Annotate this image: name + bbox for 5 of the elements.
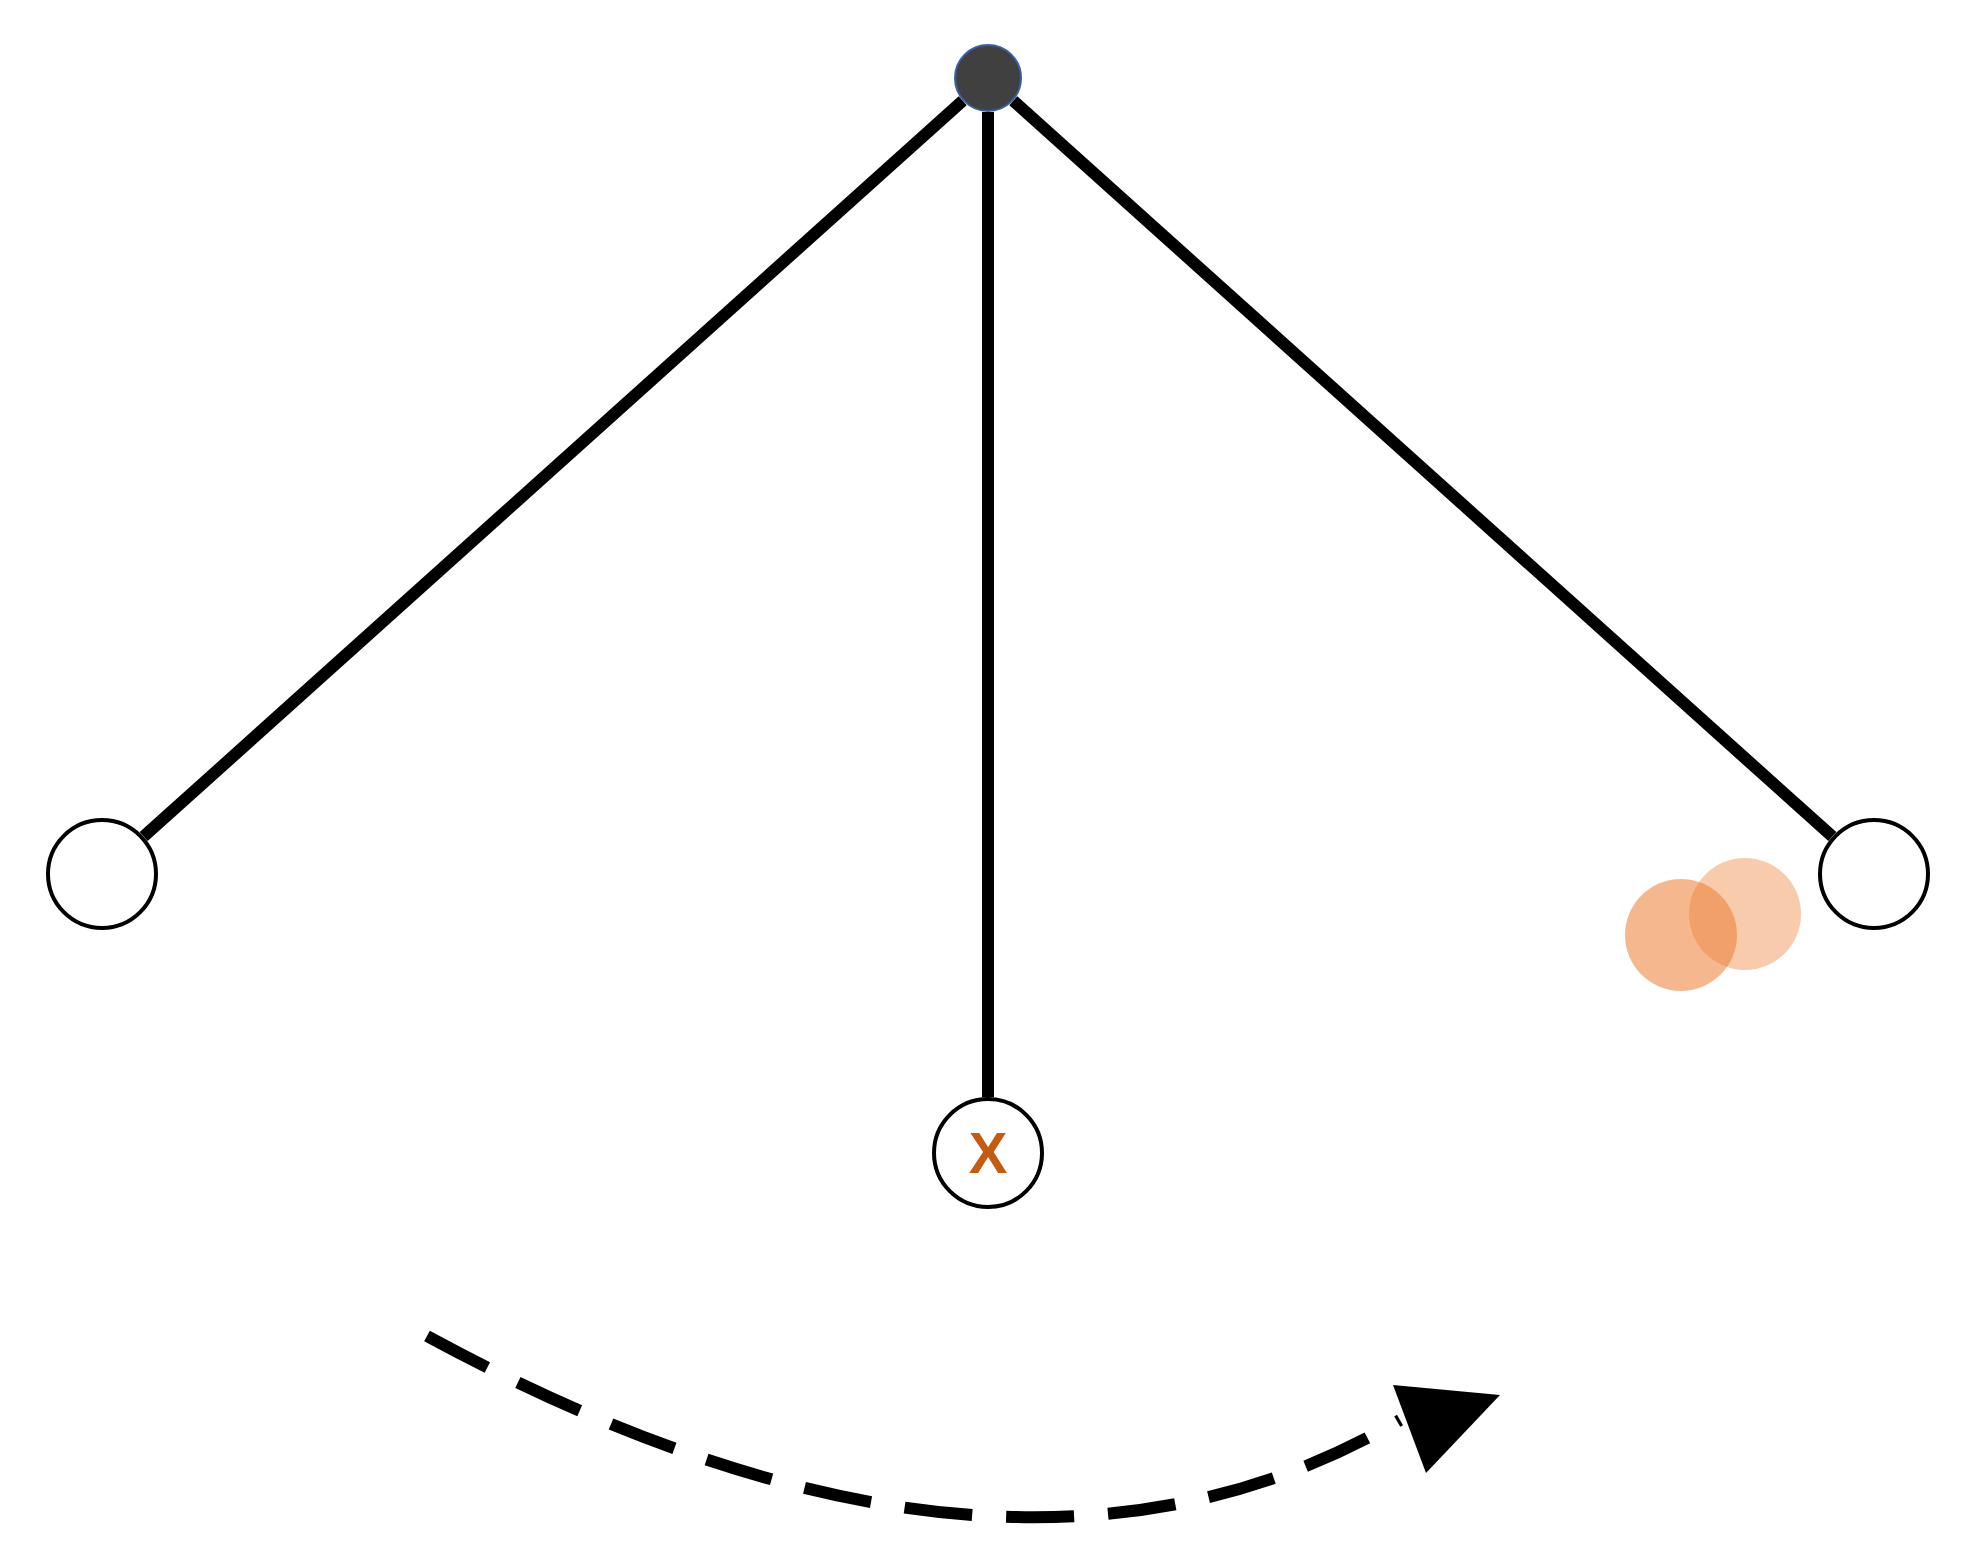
pendulum-rod — [982, 112, 994, 1097]
bob-label: X — [968, 1124, 1008, 1182]
pendulum-rod — [1009, 96, 1837, 842]
pivot-circle — [954, 44, 1022, 112]
pendulum-rod — [139, 96, 967, 842]
